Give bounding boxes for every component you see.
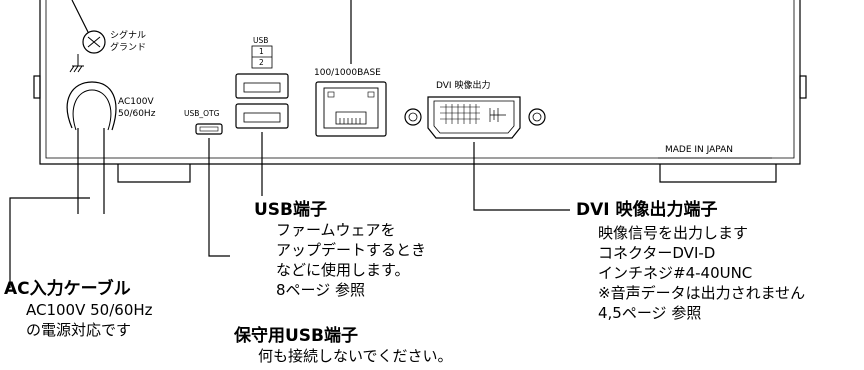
usb-otg-label: USB_OTG [184,109,220,118]
dvi-leader [473,142,570,211]
usb-otg-port [195,123,223,135]
chassis-inner-edge [45,0,795,159]
left-foot [117,164,191,183]
right-side-tab [799,75,807,99]
usb-callout-title: USB端子 [254,200,328,220]
dvi-screw-right [528,108,546,126]
dvi-callout-line: ※音声データは出力されません [598,284,806,302]
ac-cable [77,128,105,214]
ac-callout-title: AC入力ケーブル [4,279,131,299]
usb-callout-line: アップデートするとき [276,241,427,259]
usb-port-number-2: 2 [259,58,264,67]
usb-callout-line: などに使用します。 [276,261,410,279]
ac-cable-leader [9,197,90,288]
usb-callout-description: ファームウェアを アップデートするとき などに使用します。 8ページ 参照 [276,220,426,300]
usb-port-title: USB [253,36,269,45]
ground-screw-icon [82,30,106,54]
dvi-callout-line: 4,5ページ 参照 [598,304,702,322]
dvi-callout-line: 映像信号を出力します [598,224,749,242]
dvi-callout-line: コネクターDVI-D [598,244,716,262]
ground-pointer-line [71,0,89,33]
dvi-callout-line: インチネジ#4-40UNC [598,264,753,282]
right-foot [659,164,777,183]
dvi-port-label: DVI 映像出力 [436,81,491,91]
lan-port-label: 100/1000BASE [314,68,381,78]
otg-callout-line: 何も接続しないでください。 [258,347,453,365]
ac-callout-line: の電源対応です [26,321,132,339]
dvi-callout-title: DVI 映像出力端子 [576,200,718,220]
chassis-outline [39,0,801,165]
usb-port-2 [235,103,289,129]
ethernet-port [315,81,387,137]
usb-port-number-1: 1 [259,47,264,56]
ac-callout-description: AC100V 50/60Hz の電源対応です [26,300,153,340]
usb-callout-line: ファームウェアを [276,221,396,239]
dvi-callout-description: 映像信号を出力します コネクターDVI-D インチネジ#4-40UNC ※音声デ… [598,223,805,323]
ac-callout-line: AC100V 50/60Hz [26,301,153,319]
ground-label-line1: シグナル [110,31,147,41]
made-in-japan-label: MADE IN JAPAN [665,145,734,155]
ground-label-line2: グランド [110,43,147,53]
power-rating-line2: 50/60Hz [118,109,156,119]
usb-otg-leader [208,138,230,257]
dvi-connector [427,96,521,139]
left-side-tab [33,75,41,99]
power-rating-line1: AC100V [118,97,154,107]
otg-callout-title: 保守用USB端子 [234,326,359,346]
usb-port-1 [235,73,289,99]
otg-callout-description: 何も接続しないでください。 [258,346,453,366]
ground-symbol-icon [69,54,84,73]
ac-cable-grommet [66,81,117,131]
dvi-screw-left [404,108,422,126]
usb-callout-line: 8ページ 参照 [276,281,366,299]
